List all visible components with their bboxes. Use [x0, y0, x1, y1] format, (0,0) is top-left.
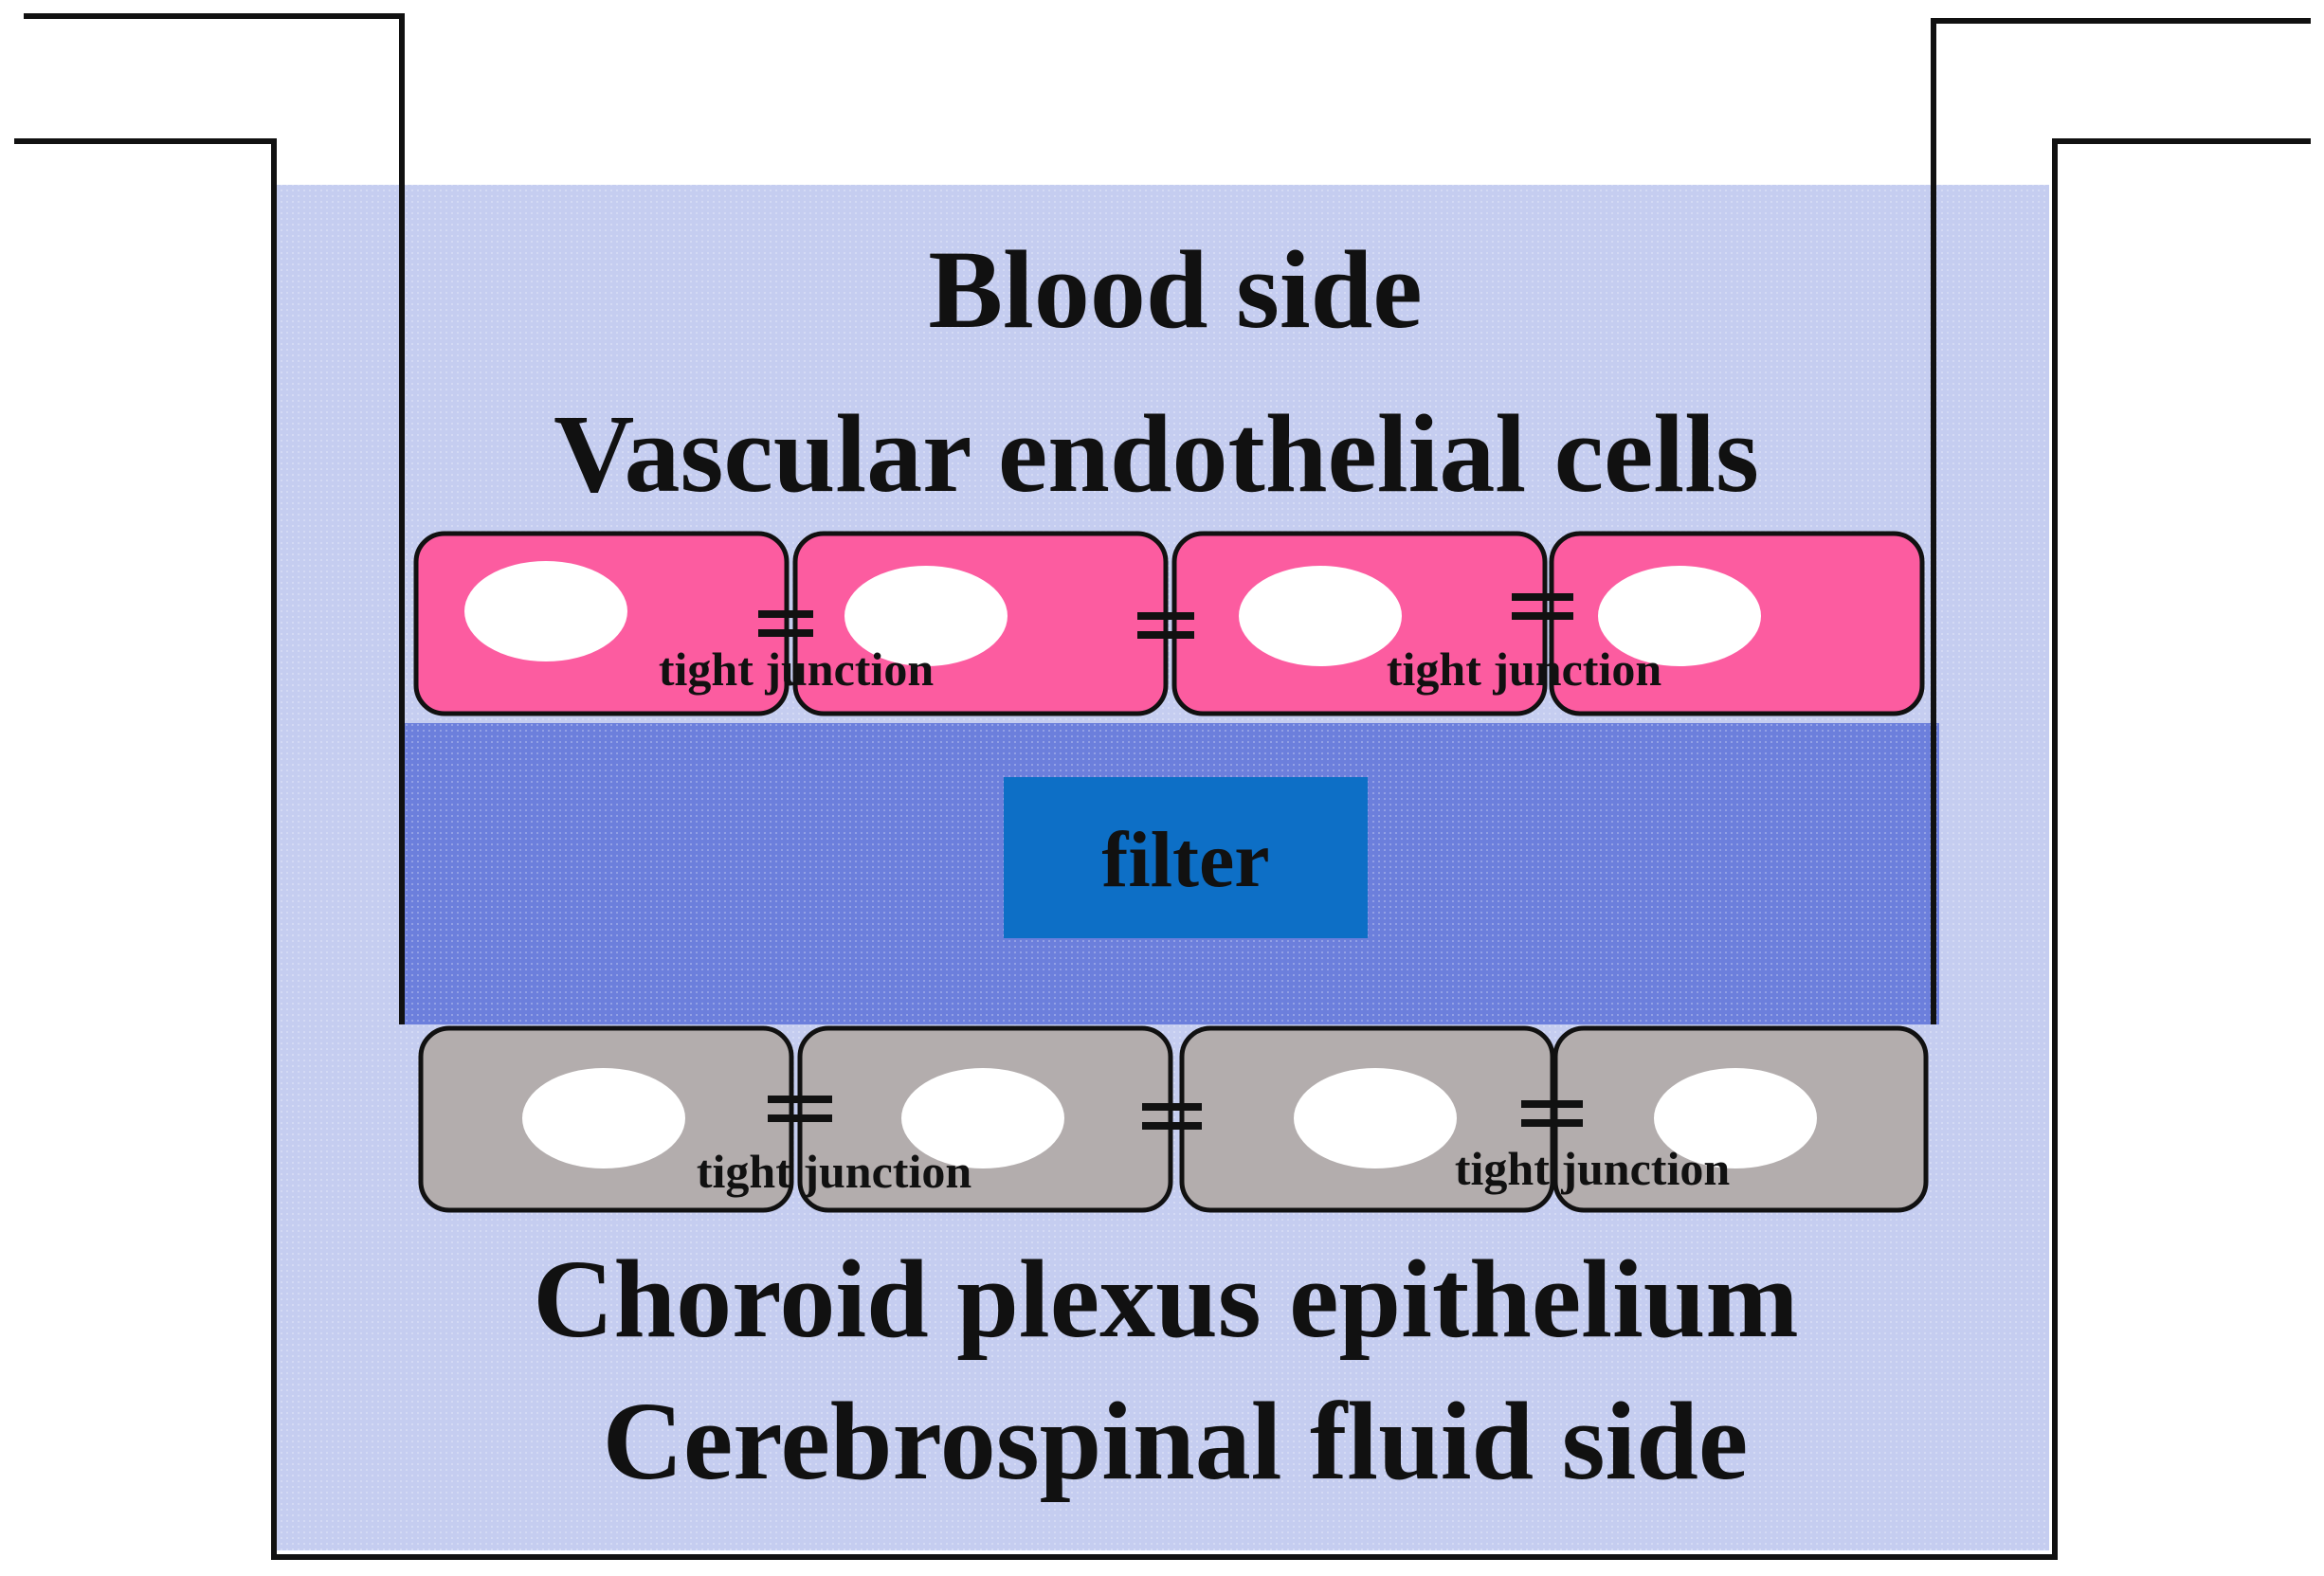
insert-wall-left: [24, 13, 405, 1024]
cell-nucleus: [1294, 1068, 1457, 1168]
choroid-plexus-epithelium-label: Choroid plexus epithelium: [533, 1237, 1798, 1361]
cell-nucleus: [464, 561, 627, 661]
filter-label-box: [1004, 777, 1368, 938]
tight-junction-label: tight junction: [1387, 643, 1662, 696]
cell-nucleus: [1239, 566, 1402, 666]
tight-junction-label: tight junction: [697, 1145, 972, 1198]
cell-nucleus: [522, 1068, 685, 1168]
cell-nucleus: [901, 1068, 1064, 1168]
cerebrospinal-fluid-side-label: Cerebrospinal fluid side: [603, 1379, 1749, 1503]
tight-junction-label: tight junction: [1455, 1142, 1731, 1195]
cell-nucleus: [1654, 1068, 1817, 1168]
cell-nucleus: [844, 566, 1008, 666]
cell-nucleus: [1598, 566, 1761, 666]
outer-well-wall: [14, 138, 2311, 1560]
filter-label: filter: [1101, 816, 1269, 904]
vascular-endothelial-cells-label: Vascular endothelial cells: [554, 391, 1759, 516]
blood-side-label: Blood side: [928, 227, 1422, 352]
tight-junction-label: tight junction: [659, 643, 935, 696]
endothelial-cell-layer: [413, 531, 1925, 716]
insert-wall-right: [1931, 18, 2311, 1024]
tight-junction-marks: [758, 593, 1583, 1130]
